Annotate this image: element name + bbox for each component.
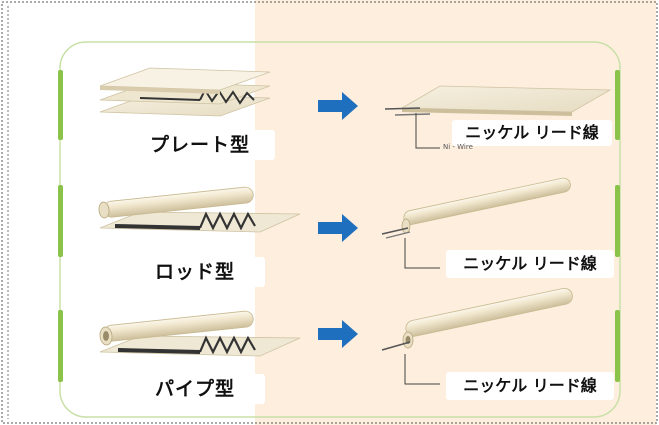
nickel-lead-label-2: ニッケル リード線 [446,250,614,278]
arrow-1 [318,92,358,120]
nickel-lead-label-1: ニッケル リード線 [452,120,612,146]
pipe-sensor-assembled [381,287,573,385]
arrow-2 [318,214,358,242]
arrow-3 [318,320,358,348]
bracket-right-1 [615,70,620,140]
plate-sensor-assembled [384,85,612,149]
pipe-sensor-exploded [99,310,301,357]
plate-type-label: プレート型 [125,130,275,160]
ni-wire-note: Ni - Wire [443,143,473,151]
rod-sensor-assembled [381,177,571,269]
nickel-lead-label-3: ニッケル リード線 [446,372,614,400]
plate-sensor-exploded [99,67,271,117]
bracket-right-3 [615,310,620,382]
bracket-left-3 [58,310,63,382]
bracket-right-2 [615,185,620,257]
bracket-left-1 [58,70,63,140]
bracket-left-2 [58,185,63,257]
green-brackets [58,70,620,382]
pipe-type-label: パイプ型 [125,374,265,404]
rod-sensor-exploded [98,186,301,233]
rod-type-label: ロッド型 [125,257,265,287]
